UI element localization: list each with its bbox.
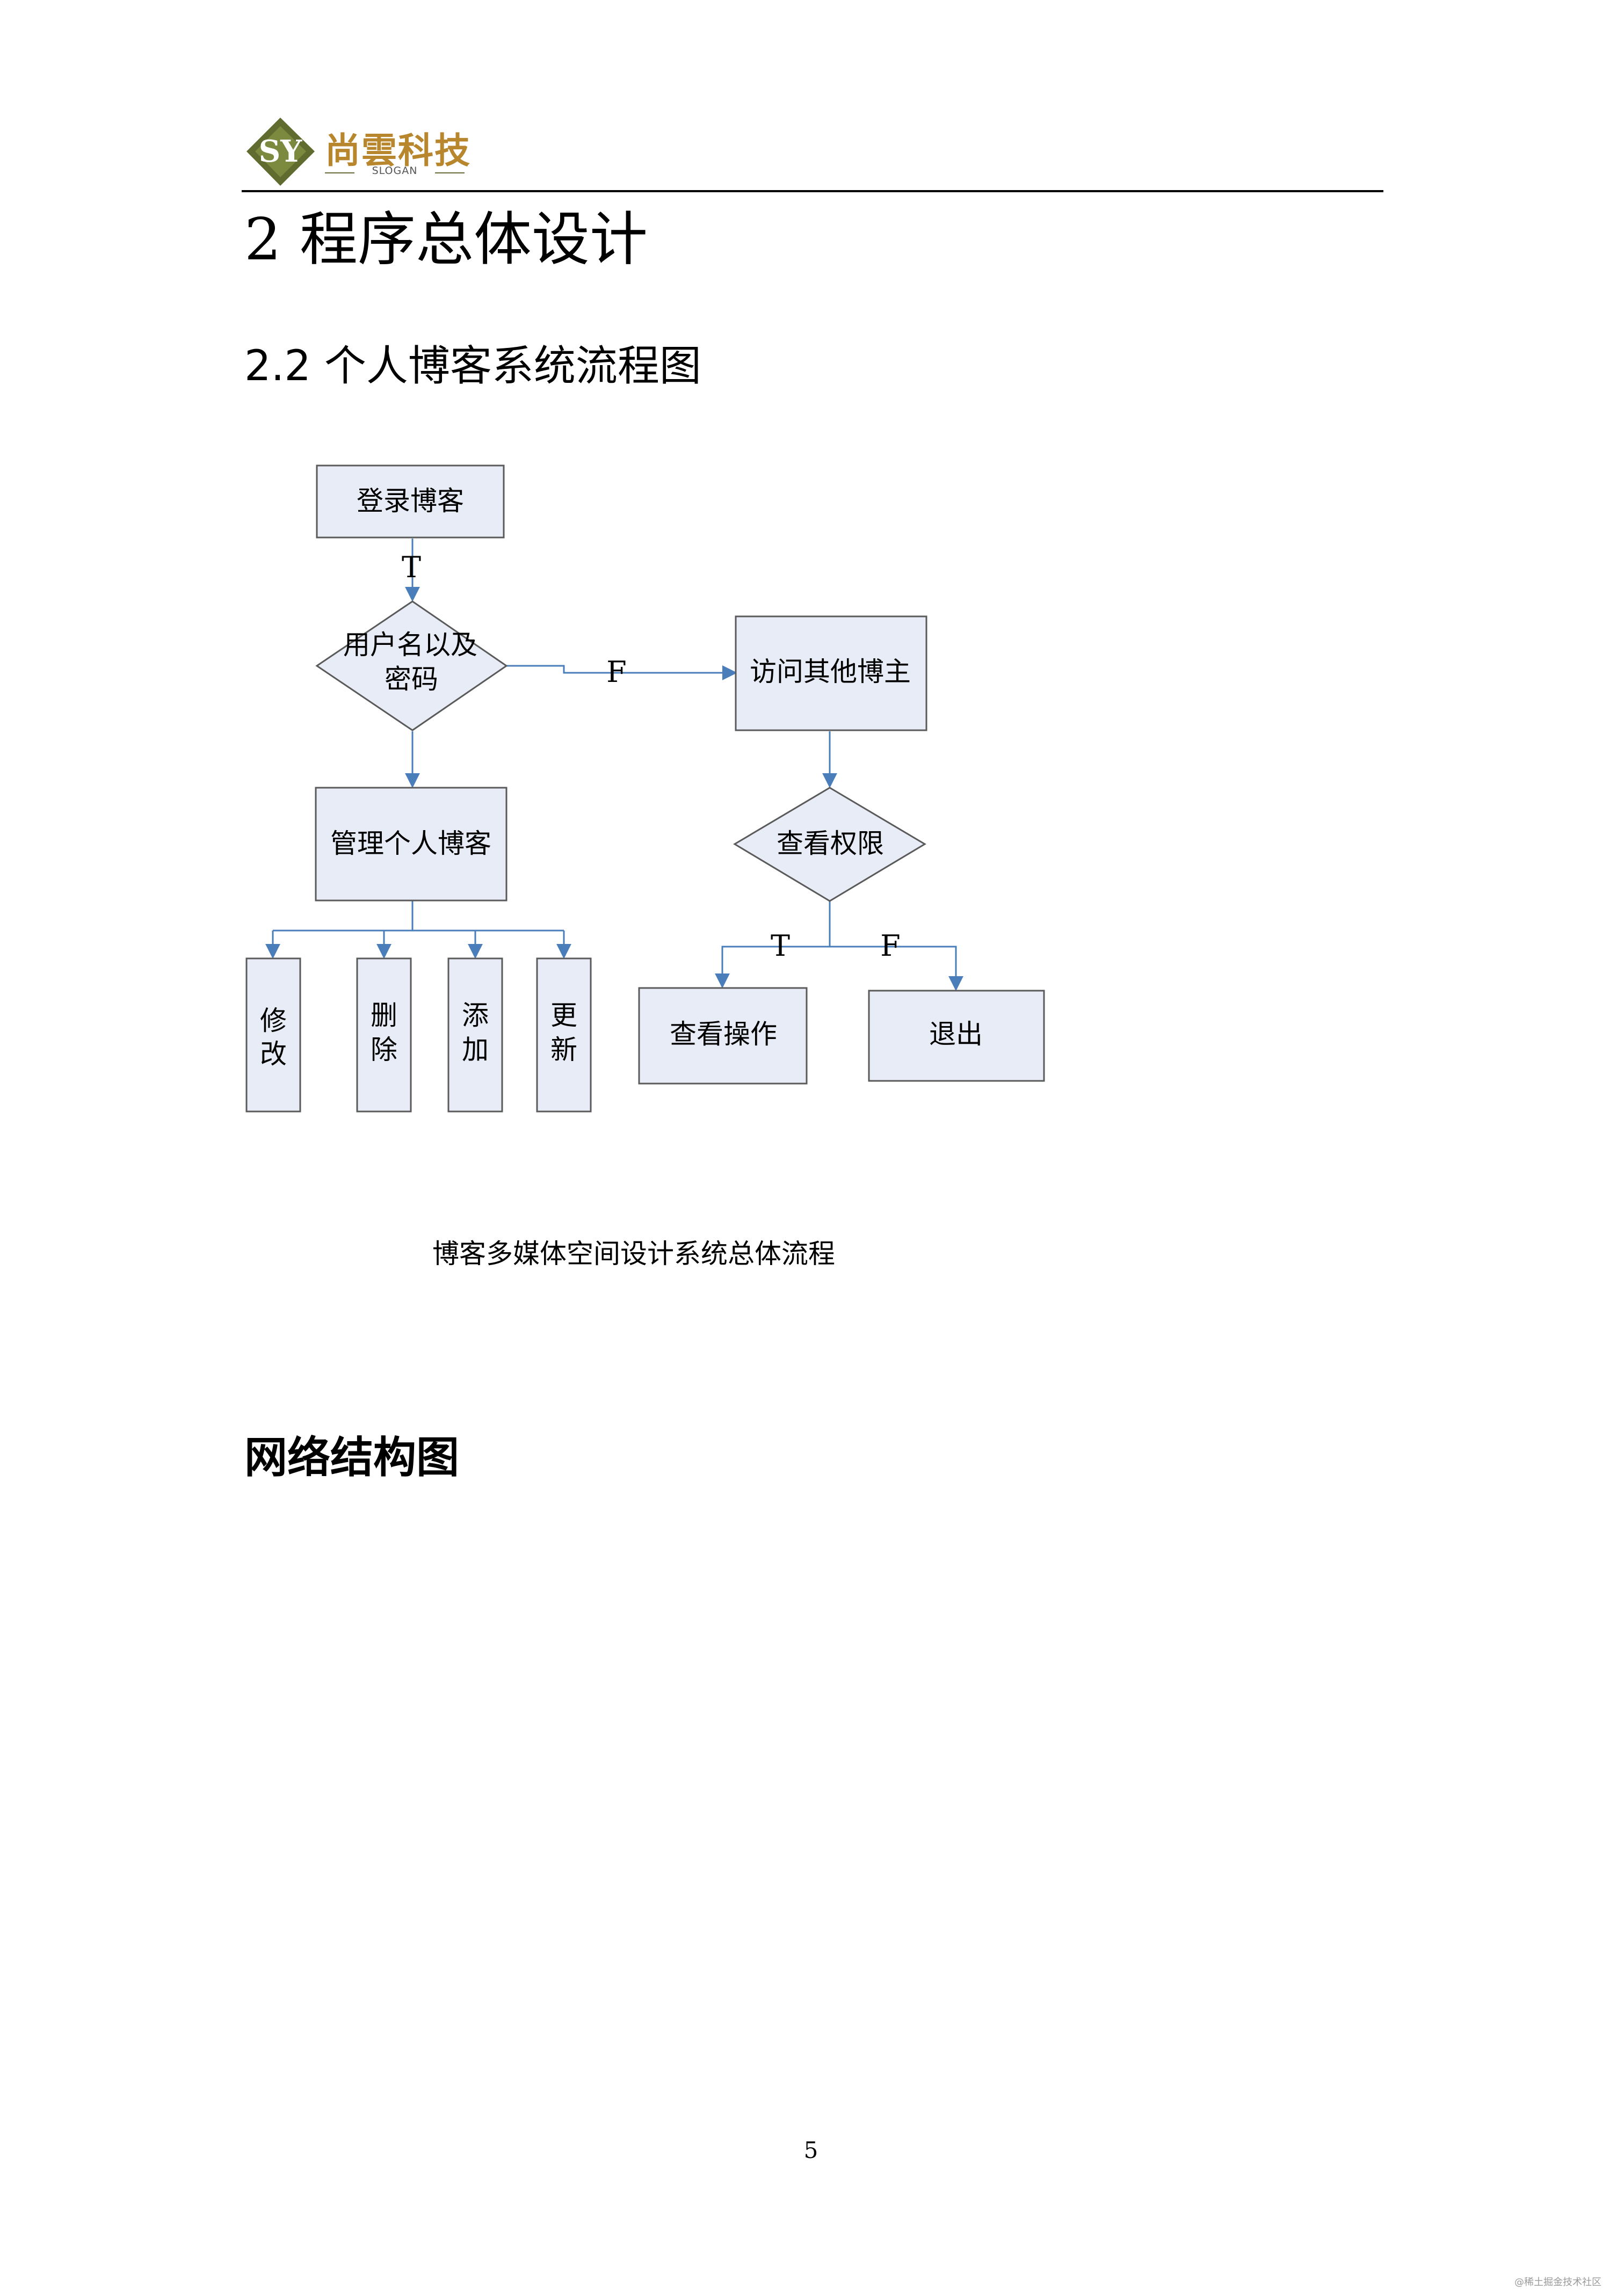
edge-label-login-true: T — [402, 550, 421, 584]
node-delete-label-2: 除 — [371, 1034, 397, 1065]
node-permission-label: 查看权限 — [777, 828, 884, 859]
node-exit-label: 退出 — [929, 1019, 983, 1050]
edge-label-cred-false: F — [606, 655, 626, 689]
logo-emblem: SY — [244, 115, 317, 188]
node-login-box — [316, 464, 505, 539]
node-view-op-label: 查看操作 — [670, 1019, 777, 1050]
node-credentials-label-2: 密码 — [385, 664, 438, 695]
node-add-box — [447, 957, 503, 1113]
company-logo: SY 尚雲科技 SLOGAN — [244, 115, 470, 188]
node-update-box — [536, 957, 592, 1113]
node-delete-box — [356, 957, 412, 1113]
node-exit-box — [868, 990, 1045, 1082]
figure-caption: 博客多媒体空间设计系统总体流程 — [432, 1238, 835, 1269]
node-visit-box — [735, 615, 927, 731]
subsection-heading: 网络结构图 — [244, 1433, 459, 1483]
logo-slogan-text: SLOGAN — [372, 165, 418, 177]
watermark: @稀土掘金技术社区 — [1514, 2277, 1601, 2288]
node-permission-diamond — [733, 787, 926, 902]
logo-slogan: SLOGAN — [325, 165, 465, 181]
node-add-label-1: 添 — [462, 1000, 489, 1031]
section-heading: 2.2 个人博客系统流程图 — [244, 342, 701, 390]
page-number: 5 — [803, 2137, 818, 2163]
node-login-label: 登录博客 — [357, 485, 464, 517]
node-view-op-box — [638, 987, 808, 1085]
flowchart: 登录博客 用户名以及 密码 管理个人博客 修 改 删 除 添 加 更 新 访问其… — [245, 464, 1045, 1113]
node-manage-box — [315, 787, 508, 902]
node-update-label-2: 新 — [550, 1034, 577, 1065]
edge-label-perm-false: F — [880, 929, 900, 963]
node-modify-label-2: 改 — [260, 1038, 287, 1070]
logo-monogram: SY — [259, 134, 302, 169]
node-update-label-1: 更 — [550, 1000, 577, 1031]
node-manage-label: 管理个人博客 — [330, 828, 491, 859]
node-add-label-2: 加 — [462, 1034, 489, 1065]
node-credentials-label-1: 用户名以及 — [343, 629, 477, 660]
chapter-heading: 2 程序总体设计 — [244, 206, 648, 273]
node-credentials-diamond — [315, 600, 508, 731]
node-modify-box — [245, 957, 301, 1113]
node-modify-label-1: 修 — [260, 1005, 287, 1036]
node-delete-label-1: 删 — [371, 1000, 397, 1031]
connector-perm-false — [830, 946, 963, 991]
node-visit-label: 访问其他博主 — [750, 656, 911, 687]
header-divider — [242, 190, 1383, 192]
connector-perm-true — [715, 946, 830, 989]
connector-cred-visit — [506, 665, 737, 680]
logo-company-name: 尚雲科技 — [325, 129, 471, 171]
edge-label-perm-true: T — [771, 929, 790, 963]
